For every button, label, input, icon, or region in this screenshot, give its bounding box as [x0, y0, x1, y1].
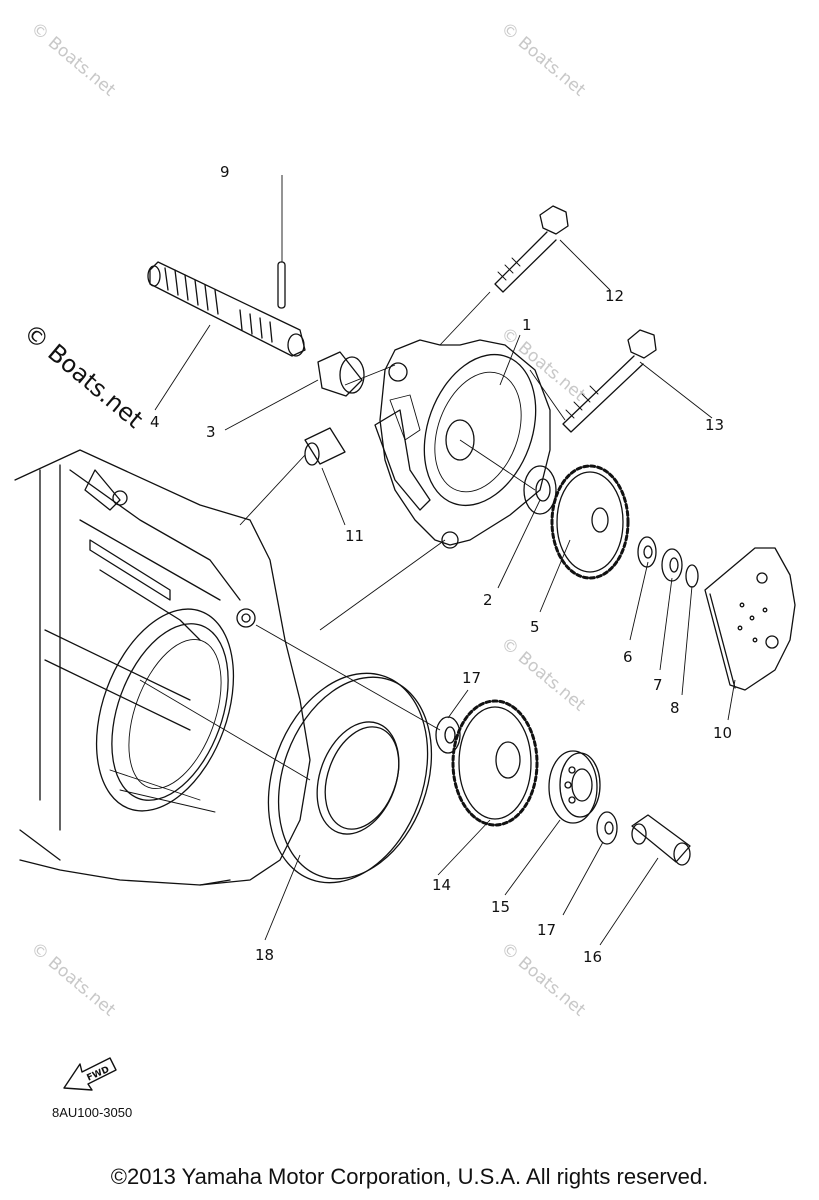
- callout-17-lower: 17: [537, 921, 556, 939]
- starter-housing-part-1: [374, 339, 551, 549]
- callout-17-upper: 17: [462, 669, 481, 687]
- gear-part-14: [451, 699, 539, 827]
- callout-7: 7: [653, 676, 663, 694]
- plate-part-10: [704, 547, 796, 691]
- callout-14: 14: [432, 876, 451, 894]
- callout-16: 16: [583, 948, 602, 966]
- washer-part-6: [637, 536, 657, 568]
- bolt-part-12: [494, 205, 569, 293]
- diagram-code: 8AU100-3050: [52, 1105, 133, 1120]
- bolt-part-13: [562, 329, 657, 433]
- callout-11: 11: [345, 527, 364, 545]
- watermark: © Boats.net: [497, 324, 590, 406]
- callout-2: 2: [483, 591, 493, 609]
- callout-10: 10: [713, 724, 732, 742]
- callout-5: 5: [530, 618, 540, 636]
- callout-3: 3: [206, 423, 216, 441]
- pin-part-9: [277, 261, 286, 309]
- gear-part-5: [550, 464, 630, 580]
- ring-part-18: [267, 672, 433, 884]
- watermark: © Boats.net: [497, 634, 590, 716]
- callout-18: 18: [255, 946, 274, 964]
- watermark-large: © Boats.net: [18, 318, 148, 434]
- watermark: © Boats.net: [27, 939, 120, 1021]
- collar-part-3: [317, 351, 365, 397]
- callout-15: 15: [491, 898, 510, 916]
- watermark: © Boats.net: [27, 19, 120, 101]
- collar-part-16: [631, 814, 691, 866]
- washer-part-17-upper: [435, 716, 461, 754]
- callout-12: 12: [605, 287, 624, 305]
- watermark: © Boats.net: [497, 939, 590, 1021]
- washer-part-2: [523, 465, 557, 515]
- copyright-notice: ©2013 Yamaha Motor Corporation, U.S.A. A…: [110, 1164, 709, 1189]
- callout-1: 1: [522, 316, 532, 334]
- washer-part-7: [661, 548, 683, 582]
- callout-4: 4: [150, 413, 160, 431]
- crankcase-drawing: [14, 449, 311, 886]
- fwd-arrow-icon: FWD: [63, 1057, 117, 1091]
- dowel-part-11: [304, 427, 346, 466]
- callout-6: 6: [623, 648, 633, 666]
- callouts: 1 2 3 4 5 6 7 8 9 10 11 12 13 14 15 16 1…: [150, 163, 732, 966]
- callout-9: 9: [220, 163, 230, 181]
- washer-part-17-lower: [596, 811, 618, 845]
- bearing-part-15: [548, 750, 601, 824]
- leader-lines: [139, 175, 736, 946]
- callout-13: 13: [705, 416, 724, 434]
- circlip-part-8: [685, 564, 699, 588]
- callout-8: 8: [670, 699, 680, 717]
- watermark: © Boats.net: [497, 19, 590, 101]
- kick-shaft-part-4: [147, 261, 306, 357]
